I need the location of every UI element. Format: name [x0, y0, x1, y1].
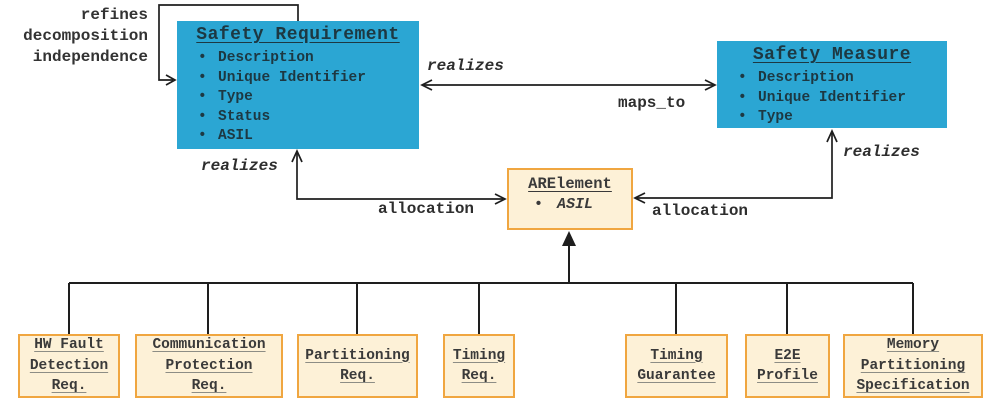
attribute-item: Unique Identifier	[177, 69, 419, 89]
realizes-top-label: realizes	[427, 57, 504, 75]
node-label-line: Partitioning	[305, 347, 410, 364]
attribute-item: Description	[177, 49, 419, 69]
safety-requirement-attributes: Description Unique Identifier Type Statu…	[177, 49, 419, 147]
node-label-line: Req.	[340, 368, 375, 384]
label-independence: independence	[32, 48, 148, 66]
safety-measure-title: Safety Measure	[752, 45, 912, 65]
attribute-item: Status	[177, 108, 419, 128]
ar-element-class: ARElement ASIL	[507, 168, 633, 230]
safety-measure-class: Safety Measure Description Unique Identi…	[717, 41, 947, 128]
attribute-item: Unique Identifier	[717, 89, 947, 109]
node-label-line: Timing	[452, 347, 506, 364]
ar-element-attributes: ASIL	[509, 195, 631, 215]
node-label-line: Req.	[461, 368, 497, 384]
node-label-line: Detection	[29, 357, 109, 374]
realizes-maps-to-connector	[420, 79, 717, 91]
maps-to-label: maps_to	[618, 94, 686, 112]
node-label-line: E2E	[774, 347, 801, 364]
left-realizes-allocation-connector	[291, 148, 507, 205]
node-label-line: Req.	[51, 378, 87, 395]
realizes-left-label: realizes	[201, 157, 278, 175]
partitioning-req-node: Partitioning Req.	[297, 334, 418, 398]
node-label-line: Memory	[886, 337, 940, 354]
attribute-item: ASIL	[177, 127, 419, 147]
node-label-line: Guarantee	[637, 368, 716, 384]
communication-protection-req-node: Communication Protection Req.	[135, 334, 283, 398]
safety-requirement-class: Safety Requirement Description Unique Id…	[177, 21, 419, 149]
hw-fault-detection-req-node: HW Fault Detection Req.	[18, 334, 120, 398]
self-association-labels: refines decomposition independence	[5, 5, 148, 68]
generalization-tree	[68, 231, 914, 334]
node-label-line: Timing	[650, 347, 703, 364]
node-label-line: Communication	[152, 337, 266, 354]
ar-element-title: ARElement	[528, 175, 612, 193]
node-label-line: HW Fault	[34, 337, 104, 354]
e2e-profile-node: E2E Profile	[745, 334, 830, 398]
timing-guarantee-node: Timing Guarantee	[625, 334, 728, 398]
realizes-right-label: realizes	[843, 143, 920, 161]
memory-partitioning-specification-node: Memory Partitioning Specification	[843, 334, 983, 398]
attribute-item: ASIL	[509, 195, 631, 215]
label-refines: refines	[80, 6, 148, 24]
attribute-item: Type	[177, 88, 419, 108]
safety-measure-attributes: Description Unique Identifier Type	[717, 69, 947, 128]
self-loop-connector	[158, 4, 299, 86]
safety-requirement-title: Safety Requirement	[196, 25, 400, 45]
label-decomposition: decomposition	[23, 27, 148, 45]
attribute-item: Type	[717, 108, 947, 128]
node-label-line: Protection	[165, 357, 253, 374]
allocation-right-label: allocation	[652, 202, 749, 220]
right-allocation-realizes-connector	[633, 128, 838, 204]
node-label-line: Req.	[191, 378, 227, 395]
node-label-line: Partitioning	[860, 357, 966, 374]
attribute-item: Description	[717, 69, 947, 89]
node-label-line: Profile	[757, 368, 818, 384]
timing-req-node: Timing Req.	[443, 334, 515, 398]
node-label-line: Specification	[856, 378, 970, 395]
allocation-left-label: allocation	[378, 200, 475, 218]
